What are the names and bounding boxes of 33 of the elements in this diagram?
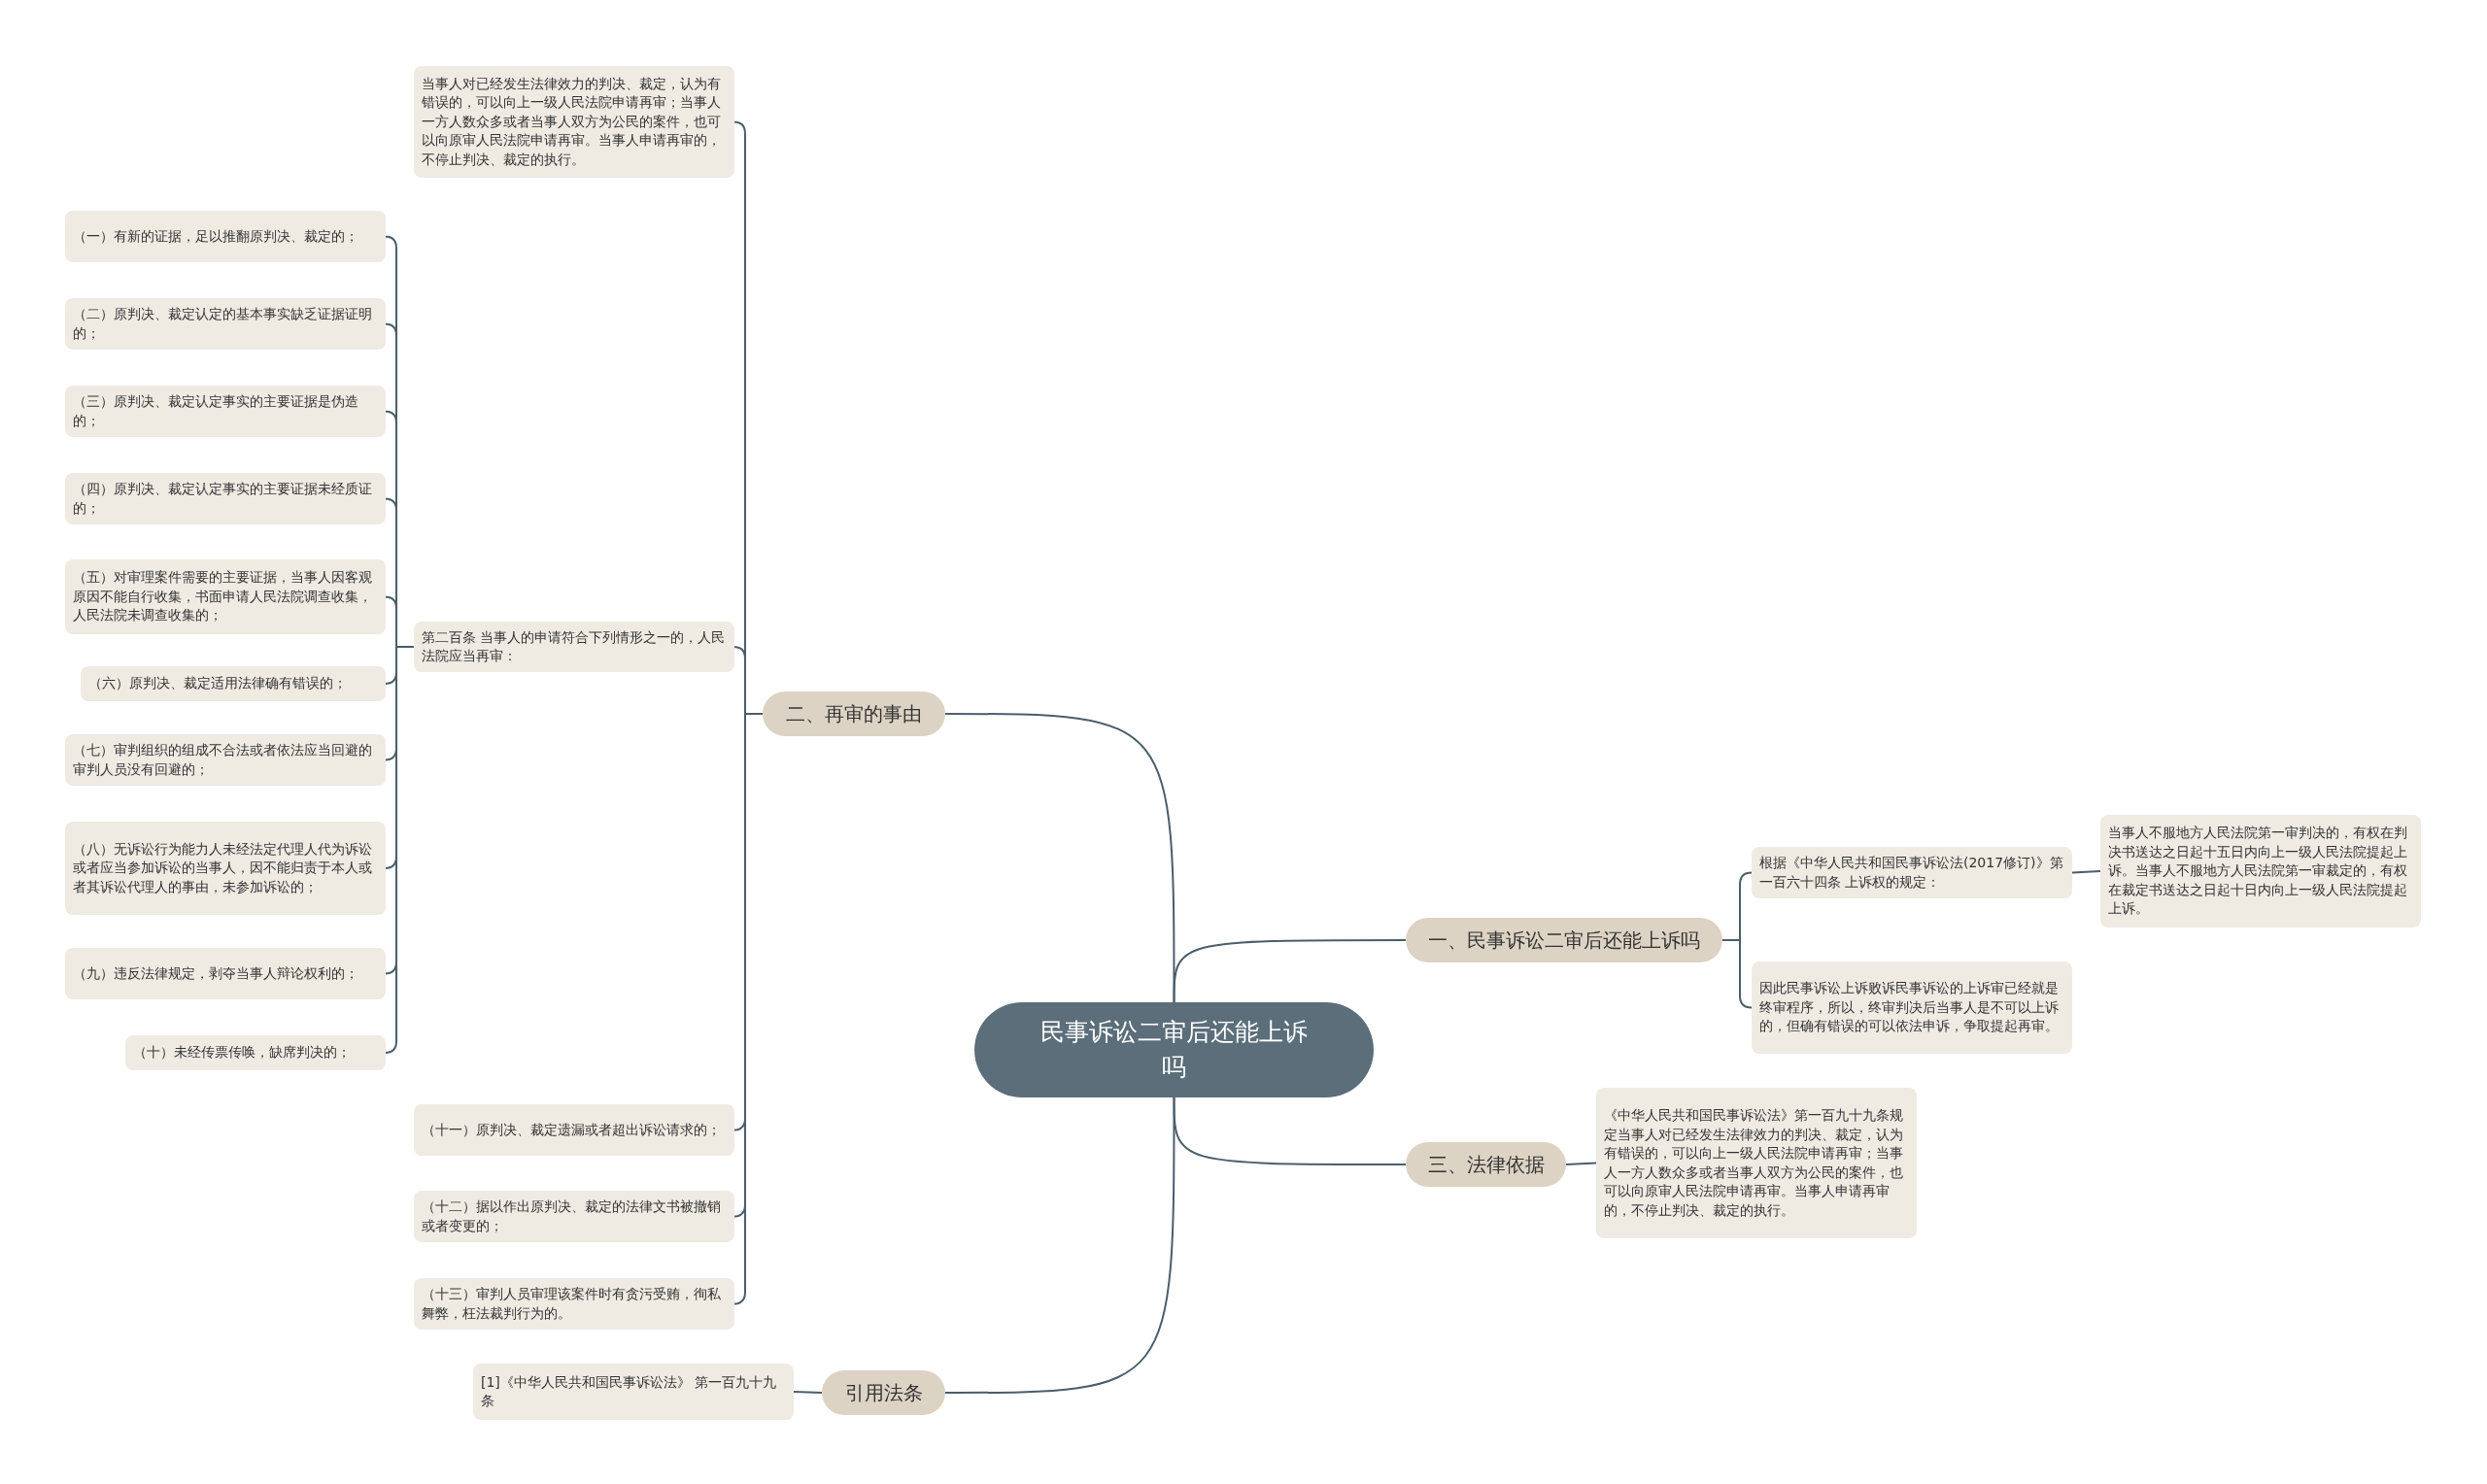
text-box: （十二）据以作出原判决、裁定的法律文书被撤销或者变更的；: [414, 1191, 734, 1242]
text-box: 当事人对已经发生法律效力的判决、裁定，认为有错误的，可以向上一级人民法院申请再审；当事人一方人数众多或者当事人双方为公民的案件，也可以向原审人民法院申请再审。当事人申请再审的，不停止判决、裁定的执行。: [414, 66, 734, 178]
text-box: （十一）原判决、裁定遗漏或者超出诉讼请求的；: [414, 1104, 734, 1156]
text-box: （七）审判组织的组成不合法或者依法应当回避的审判人员没有回避的；: [65, 734, 386, 786]
text-box: 根据《中华人民共和国民事诉讼法(2017修订)》第一百六十四条 上诉权的规定：: [1752, 847, 2072, 898]
connector-line: [1721, 939, 1753, 1009]
central-topic: 民事诉讼二审后还能上诉吗: [974, 1002, 1374, 1097]
text-box: （四）原判决、裁定认定事实的主要证据未经质证的；: [65, 473, 386, 524]
text-box: （八）无诉讼行为能力人未经法定代理人代为诉讼或者应当参加诉讼的当事人，因不能归责于本人或者其诉讼代理人的事由，未参加诉讼的；: [65, 822, 386, 915]
connector-line: [944, 713, 1175, 1003]
topic-box: 一、民事诉讼二审后还能上诉吗: [1406, 918, 1722, 962]
text-box: （九）违反法律规定，剥夺当事人辩论权利的；: [65, 948, 386, 999]
text-box: （二）原判决、裁定认定的基本事实缺乏证据证明的；: [65, 298, 386, 350]
connector-line: [2071, 870, 2101, 874]
text-box: （五）对审理案件需要的主要证据，当事人因客观原因不能自行收集，书面申请人民法院调查收集，人民法院未调查收集的；: [65, 559, 386, 634]
text-box: 第二百条 当事人的申请符合下列情形之一的，人民法院应当再审：: [414, 622, 734, 672]
connector-line: [1173, 939, 1407, 1003]
text-box: （十三）审判人员审理该案件时有贪污受贿，徇私舞弊，枉法裁判行为的。: [414, 1278, 734, 1330]
connector-line: [793, 1391, 823, 1394]
topic-box: 引用法条: [822, 1370, 945, 1415]
topic-box: 三、法律依据: [1406, 1142, 1566, 1187]
text-box: 因此民事诉讼上诉败诉民事诉讼的上诉审已经就是终审程序，所以，终审判决后当事人是不可以上诉的，但确有错误的可以依法申诉，争取提起再审。: [1752, 961, 2072, 1054]
topic-box: 二、再审的事由: [763, 691, 945, 736]
text-box: [1]《中华人民共和国民事诉讼法》 第一百九十九条: [473, 1364, 794, 1420]
text-box: 当事人不服地方人民法院第一审判决的，有权在判决书送达之日起十五日内向上一级人民法院提起上诉。当事人不服地方人民法院第一审裁定的，有权在裁定书送达之日起十日内向上一级人民法院提起上诉。: [2100, 815, 2421, 928]
text-box: （六）原判决、裁定适用法律确有错误的；: [81, 666, 386, 701]
connector-line: [1173, 1096, 1407, 1165]
text-box: 《中华人民共和国民事诉讼法》第一百九十九条规定当事人对已经发生法律效力的判决、裁定，认为有错误的，可以向上一级人民法院申请再审；当事人一方人数众多或者当事人双方为公民的案件，也可以向原审人民法院申请再审。当事人申请再审的，不停止判决、裁定的执行。: [1596, 1088, 1917, 1238]
text-box: （十）未经传票传唤，缺席判决的；: [125, 1035, 386, 1070]
text-box: （一）有新的证据，足以推翻原判决、裁定的；: [65, 211, 386, 262]
text-box: （三）原判决、裁定认定事实的主要证据是伪造的；: [65, 386, 386, 437]
connector-line: [1565, 1162, 1597, 1165]
connector-line: [944, 1096, 1175, 1394]
